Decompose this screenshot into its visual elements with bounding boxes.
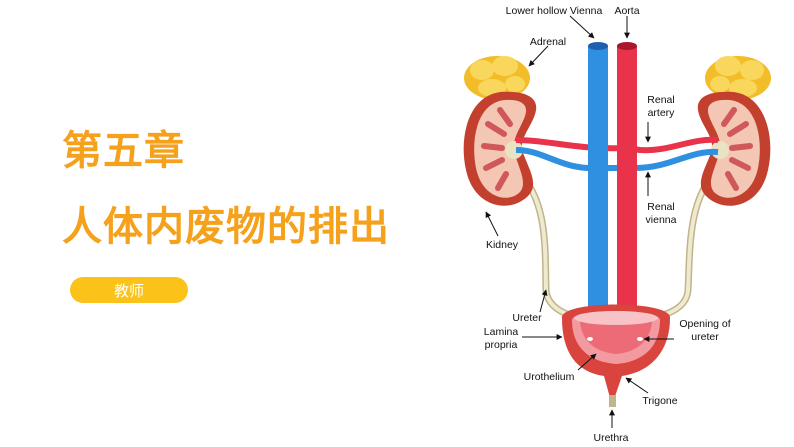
- urinary-system-diagram: Lower hollow Vienna Aorta Adrenal Renal …: [440, 0, 794, 447]
- label-urethra: Urethra: [593, 432, 628, 444]
- label-renal-vienna-line2: vienna: [646, 214, 677, 226]
- teacher-button[interactable]: 教师: [70, 277, 188, 303]
- label-ureter: Ureter: [512, 312, 542, 324]
- label-opening-of-ureter-line2: ureter: [691, 331, 719, 343]
- aorta-vessel: [617, 46, 637, 316]
- label-kidney: Kidney: [486, 239, 519, 251]
- chapter-title: 第五章: [62, 118, 185, 176]
- label-lamina-propria-line1: Lamina: [484, 326, 519, 338]
- label-opening-of-ureter-line1: Opening of: [679, 318, 730, 330]
- bladder: [562, 305, 670, 408]
- label-renal-vienna-line1: Renal: [647, 201, 674, 213]
- vena-cava: [588, 46, 608, 316]
- label-renal-artery-line1: Renal: [647, 94, 674, 106]
- label-lower-hollow-vienna: Lower hollow Vienna: [506, 5, 603, 17]
- label-adrenal: Adrenal: [530, 36, 566, 48]
- page-title: 人体内废物的排出: [62, 194, 390, 252]
- right-kidney: [698, 92, 771, 206]
- label-renal-artery-line2: artery: [648, 107, 676, 119]
- label-trigone: Trigone: [642, 395, 677, 407]
- label-lamina-propria-line2: propria: [485, 339, 518, 351]
- label-aorta: Aorta: [614, 5, 639, 17]
- label-urothelium: Urothelium: [524, 371, 575, 383]
